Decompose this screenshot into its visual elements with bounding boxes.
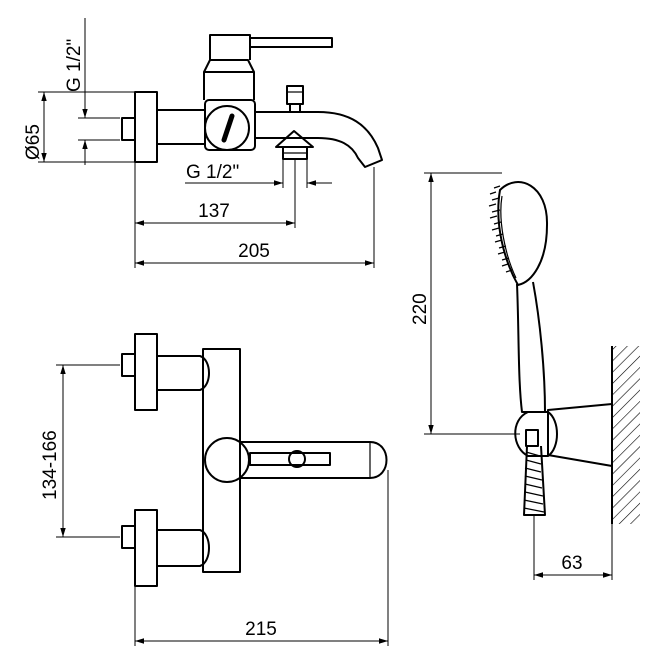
nozzles [488, 185, 513, 273]
dim-depth-63: 63 [561, 553, 582, 574]
shower-handle [516, 281, 546, 413]
upper-flange [134, 333, 158, 411]
wall-hatch [612, 346, 640, 524]
hand-shower-view: 220 63 [410, 172, 640, 580]
dim-width-205: 205 [238, 241, 270, 262]
diverter-pull [286, 85, 304, 105]
front-spout [240, 441, 388, 479]
connector [157, 109, 205, 145]
spout [255, 111, 383, 168]
dim-diameter: Ø65 [23, 124, 44, 160]
lower-eccentric [157, 529, 210, 567]
dim-width-215: 215 [245, 619, 277, 640]
front-knob [204, 437, 250, 483]
cartridge [203, 71, 255, 100]
wall-flange [134, 91, 158, 163]
shower-head [497, 181, 549, 286]
front-view: 134-166 215 [40, 333, 389, 646]
dim-spacing: 134-166 [40, 430, 61, 500]
hose-connector [525, 429, 539, 447]
inlet-stub [121, 117, 135, 141]
lower-flange [134, 509, 158, 587]
front-lever [249, 452, 331, 466]
dim-thread-top: G 1/2" [64, 39, 85, 92]
vertical-body [202, 348, 241, 573]
upper-eccentric [157, 355, 210, 391]
dim-thread-outlet: G 1/2" [186, 162, 239, 183]
lever-handle [249, 37, 333, 48]
holder-ring [514, 411, 558, 457]
side-view: G 1/2" Ø65 G 1/2" 137 205 [23, 18, 383, 268]
diverter-knob [204, 105, 250, 151]
dim-width-137: 137 [198, 201, 230, 222]
dim-height-220: 220 [410, 293, 431, 325]
wall-holder [547, 403, 613, 467]
